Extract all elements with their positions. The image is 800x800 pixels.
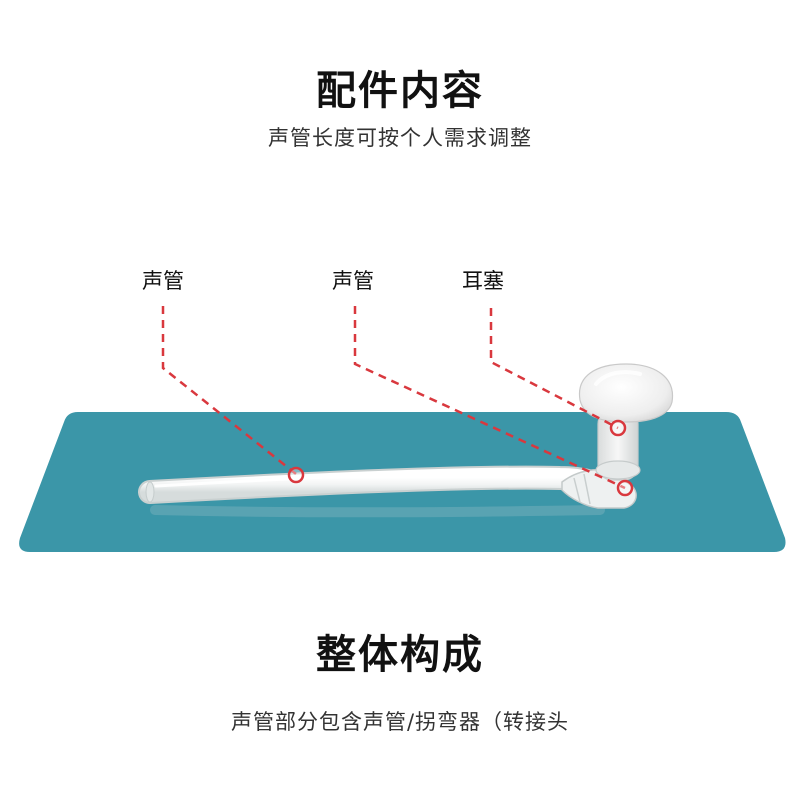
callout-label-tube-1: 声管 xyxy=(142,269,184,293)
section-subtitle-accessories: 声管长度可按个人需求调整 xyxy=(268,126,532,150)
callout-marker-tube-1 xyxy=(287,466,305,484)
section-subtitle-composition: 声管部分包含声管/拐弯器（转接头 xyxy=(230,710,570,734)
callout-label-earplug: 耳塞 xyxy=(462,269,504,293)
callout-marker-earplug xyxy=(609,419,627,437)
callout-line-tube-2 xyxy=(353,306,626,490)
callout-markers xyxy=(287,419,634,497)
section-title-composition: 整体构成 xyxy=(316,632,484,678)
section-title-accessories: 配件内容 xyxy=(316,68,484,114)
callout-line-earplug xyxy=(489,308,619,430)
callout-line-tube-1 xyxy=(161,306,297,475)
callout-label-tube-2: 声管 xyxy=(332,269,374,293)
callout-lines xyxy=(161,306,626,490)
earplug xyxy=(578,363,674,481)
tube-shadow xyxy=(150,505,605,518)
callout-marker-tube-2 xyxy=(616,479,634,497)
